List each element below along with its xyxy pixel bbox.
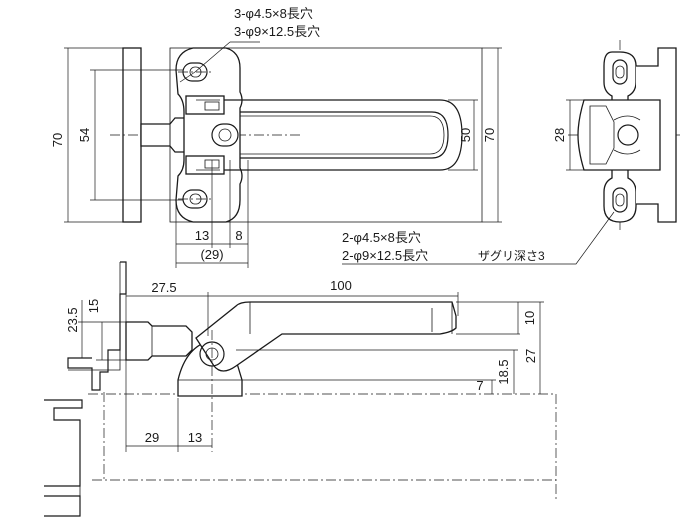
dim-bottom-right: 10 27 18.5 7 <box>236 301 544 394</box>
dim-bottom-10-text: 10 <box>522 311 537 325</box>
front-view: 70 54 50 70 13 <box>50 6 502 268</box>
callout-top-line2: 3-φ9×12.5長穴 <box>234 24 320 39</box>
callout-bottom-line1: 2-φ4.5×8長穴 <box>342 230 421 245</box>
dim-bottom-base: 29 13 <box>125 360 212 452</box>
dim-front-70-text: 70 <box>50 133 65 147</box>
front-bracket-body <box>175 47 243 223</box>
dim-plate-50-text: 50 <box>458 128 473 142</box>
dim-bottom-27-5-text: 27.5 <box>151 280 176 295</box>
side-view: 28 <box>552 40 680 232</box>
dim-side-28-text: 28 <box>552 128 567 142</box>
front-top-slot <box>178 62 212 82</box>
dim-bottom-18-5-text: 18.5 <box>496 359 511 384</box>
bottom-door-outline <box>88 393 557 500</box>
dim-front-70: 70 <box>50 47 123 223</box>
callout-bottom-line2: 2-φ9×12.5長穴 <box>342 248 428 263</box>
front-center-slot <box>211 123 239 147</box>
dim-bottom-29-text: 29 <box>145 430 159 445</box>
bottom-wall-section <box>44 399 83 517</box>
dim-side-28: 28 <box>552 99 584 171</box>
dim-front-widths: 13 8 (29) <box>175 160 249 268</box>
dim-plate-70: 70 <box>482 47 502 223</box>
dim-bottom-left: 23.5 15 <box>65 299 126 361</box>
dim-bottom-15-text: 15 <box>86 299 101 313</box>
dim-front-29-text: (29) <box>200 247 223 262</box>
front-guard-arm-inner <box>240 111 449 159</box>
callout-top-line1: 3-φ4.5×8長穴 <box>234 6 313 21</box>
bottom-guard-arm <box>195 301 457 372</box>
bottom-door-frame <box>67 261 127 391</box>
dim-front-54-text: 54 <box>77 128 92 142</box>
dim-bottom-7-text: 7 <box>476 378 483 393</box>
dim-plate-70-text: 70 <box>482 128 497 142</box>
dim-front-8-text: 8 <box>235 228 242 243</box>
dim-front-13-text: 13 <box>195 228 209 243</box>
dim-bottom-100-text: 100 <box>330 278 352 293</box>
dim-bottom-13-text: 13 <box>188 430 202 445</box>
callout-counterbore: ザグリ深さ3 <box>478 249 545 263</box>
dim-bottom-top: 27.5 100 <box>125 278 459 336</box>
bottom-view: 27.5 100 23.5 15 10 27 18.5 7 <box>44 261 557 517</box>
bottom-pin <box>125 321 193 361</box>
front-bottom-slot <box>178 189 212 209</box>
dim-bottom-23-5-text: 23.5 <box>65 307 80 332</box>
callout-bottom: 2-φ4.5×8長穴 2-φ9×12.5長穴 ザグリ深さ3 <box>342 211 615 265</box>
dim-plate-50: 50 <box>448 99 478 171</box>
dim-front-54: 54 <box>77 69 183 201</box>
callout-top: 3-φ4.5×8長穴 3-φ9×12.5長穴 <box>179 6 320 83</box>
front-strike-plate-outline <box>169 47 483 223</box>
dim-bottom-27-text: 27 <box>523 349 538 363</box>
front-guard-arm-outer <box>224 99 463 171</box>
